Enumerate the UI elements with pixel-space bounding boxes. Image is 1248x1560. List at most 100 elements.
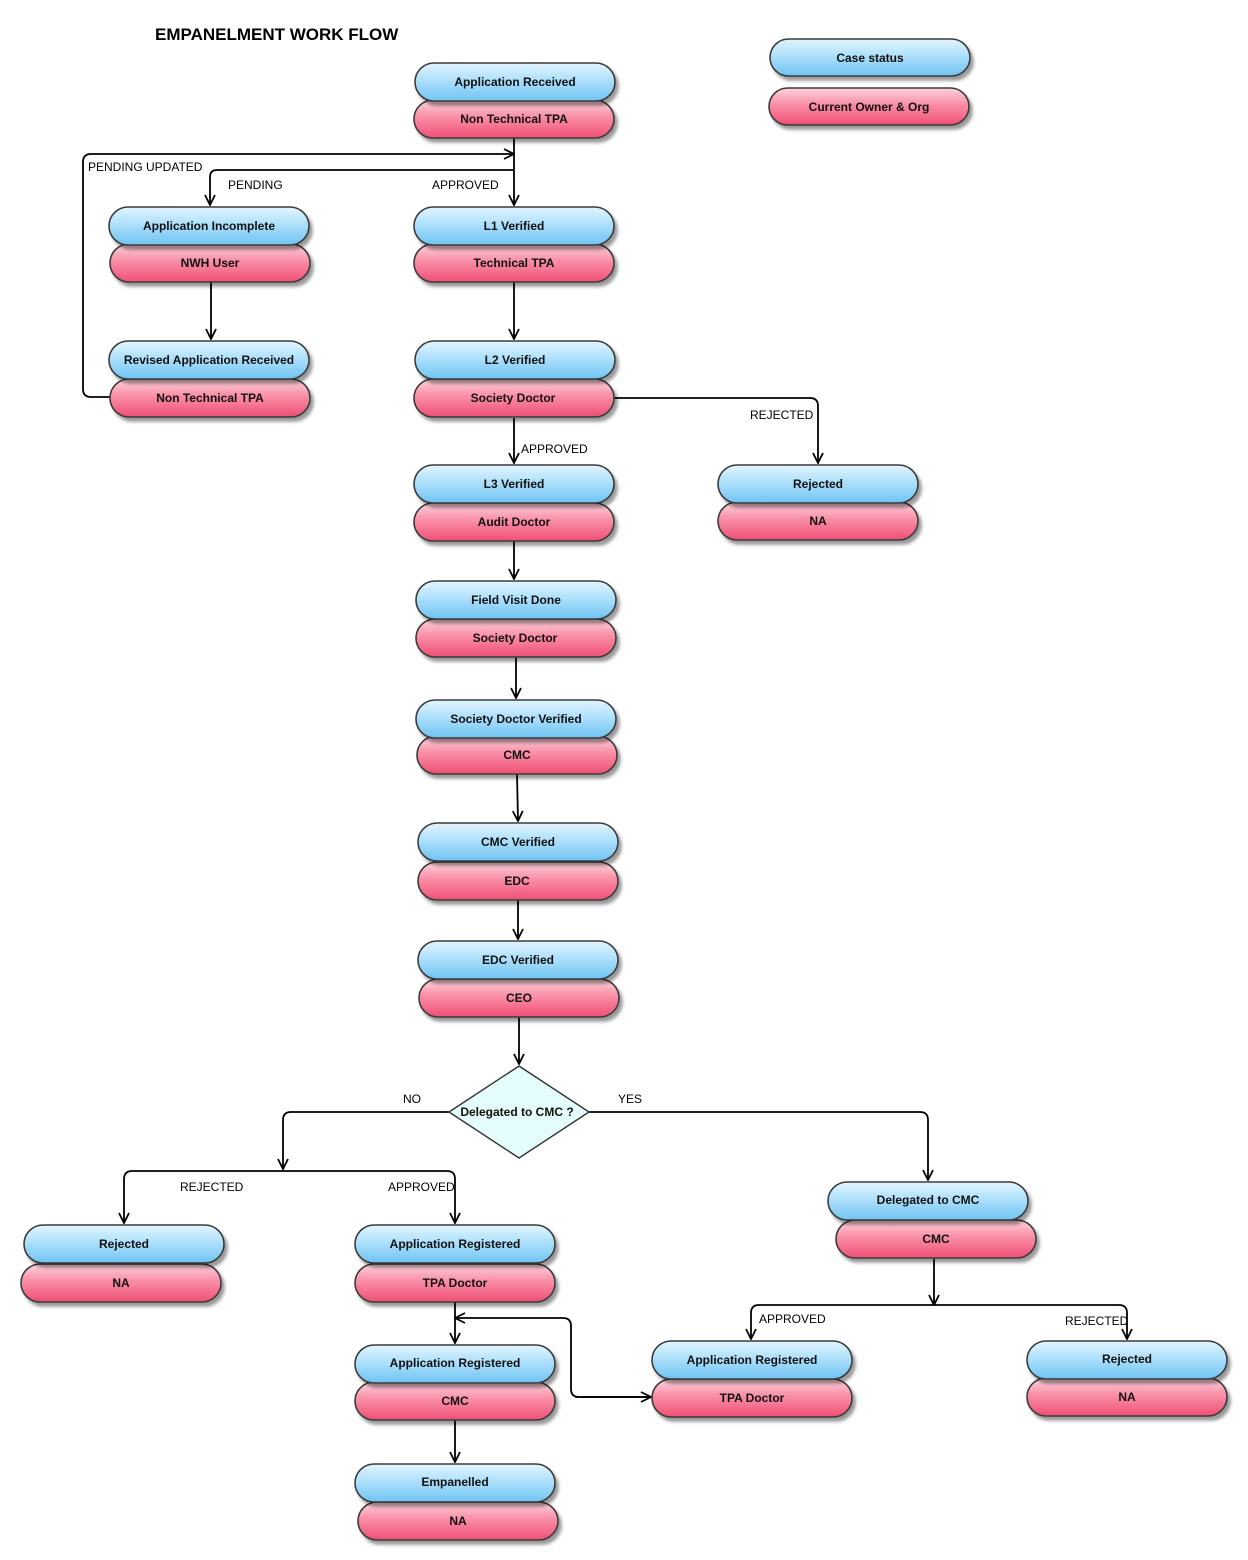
legend-status-pill <box>769 38 971 77</box>
edge-label-approved-yes: APPROVED <box>759 1312 826 1326</box>
edge-label-approved-no: APPROVED <box>388 1180 455 1194</box>
status-pill <box>413 464 615 504</box>
status-label: Society Doctor Verified <box>450 712 581 726</box>
status-pill <box>413 206 615 246</box>
edge-yes <box>589 1111 928 1180</box>
owner-label: TPA Doctor <box>423 1276 488 1290</box>
status-label: Application Registered <box>390 1237 521 1251</box>
node-rejected-top: Rejected NA <box>717 464 919 541</box>
node-application-registered-yes: Application Registered TPA Doctor <box>651 1340 853 1418</box>
node-delegated-to-cmc: Delegated to CMC CMC <box>827 1181 1037 1259</box>
status-pill <box>23 1224 225 1264</box>
node-l3-verified: L3 Verified Audit Doctor <box>413 464 615 542</box>
decision-label: Delegated to CMC ? <box>460 1105 573 1119</box>
status-pill <box>417 940 619 980</box>
node-rejected-left: Rejected NA <box>20 1224 225 1303</box>
node-empanelled: Empanelled NA <box>354 1463 559 1541</box>
status-pill <box>108 340 310 380</box>
node-l1-verified: L1 Verified Technical TPA <box>413 206 615 283</box>
status-pill <box>415 699 617 739</box>
status-label: L1 Verified <box>484 219 545 233</box>
status-pill <box>108 206 310 246</box>
owner-label: Society Doctor <box>473 631 558 645</box>
edge-label-pending-updated: PENDING UPDATED <box>88 160 203 174</box>
node-cmc-verified: CMC Verified EDC <box>417 822 619 901</box>
node-application-registered-tpa-doctor: Application Registered TPA Doctor <box>354 1224 556 1303</box>
owner-label: Technical TPA <box>474 256 555 270</box>
status-label: Empanelled <box>421 1475 488 1489</box>
edge-label-pending: PENDING <box>228 178 283 192</box>
owner-label: CEO <box>506 991 532 1005</box>
edge-sd-to-cmc <box>517 773 518 821</box>
status-pill <box>827 1181 1029 1221</box>
status-label: Application Registered <box>390 1356 521 1370</box>
status-label: Application Received <box>454 75 575 89</box>
status-pill <box>354 1463 556 1503</box>
status-pill <box>354 1344 556 1384</box>
status-label: Field Visit Done <box>471 593 561 607</box>
edges <box>82 138 1127 1462</box>
owner-label: Non Technical TPA <box>156 391 264 405</box>
status-label: Rejected <box>1102 1352 1152 1366</box>
status-label: Rejected <box>793 477 843 491</box>
legend-owner-pill <box>768 87 970 126</box>
edge-labels: PENDING UPDATED PENDING APPROVED APPROVE… <box>88 160 1129 1328</box>
legend-owner: Current Owner & Org <box>768 87 970 126</box>
status-pill <box>414 62 616 102</box>
status-pill <box>414 340 616 380</box>
node-revised-application-received: Revised Application Received Non Technic… <box>108 340 311 418</box>
legend-status: Case status <box>769 38 971 77</box>
edge-label-rejected-yes: REJECTED <box>1065 1314 1129 1328</box>
diagram-title: EMPANELMENT WORK FLOW <box>155 25 399 44</box>
owner-label: NA <box>112 1276 130 1290</box>
nodes: Application Received Non Technical TPA A… <box>20 62 1228 1541</box>
owner-label: NA <box>809 514 827 528</box>
node-application-received: Application Received Non Technical TPA <box>413 62 616 139</box>
owner-label: NA <box>1118 1390 1136 1404</box>
node-society-doctor-verified: Society Doctor Verified CMC <box>415 699 618 775</box>
owner-pill <box>417 861 619 901</box>
edge-no <box>283 1111 449 1169</box>
status-pill <box>415 580 617 620</box>
legend: Case status Current Owner & Org <box>768 38 971 126</box>
status-pill <box>1026 1340 1228 1380</box>
status-label: CMC Verified <box>481 835 555 849</box>
edge-label-approved-l3: APPROVED <box>521 442 588 456</box>
status-pill <box>354 1224 556 1264</box>
node-edc-verified: EDC Verified CEO <box>417 940 620 1018</box>
edge-label-rejected-l2: REJECTED <box>750 408 814 422</box>
owner-pill <box>354 1263 556 1303</box>
owner-label: NA <box>449 1514 467 1528</box>
owner-label: CMC <box>922 1232 950 1246</box>
edge-l2-rejected <box>614 397 818 463</box>
edge-no-rejected <box>124 1170 283 1223</box>
edge-label-no: NO <box>403 1092 421 1106</box>
status-label: EDC Verified <box>482 953 554 967</box>
node-l2-verified: L2 Verified Society Doctor <box>413 340 616 418</box>
node-field-visit-done: Field Visit Done Society Doctor <box>415 580 617 658</box>
status-pill <box>651 1340 853 1380</box>
edge-label-yes: YES <box>618 1092 642 1106</box>
edge-no-approved <box>283 1170 455 1223</box>
edge-yes-approved <box>751 1304 934 1339</box>
edge-pending <box>210 169 514 205</box>
node-application-incomplete: Application Incomplete NWH User <box>108 206 311 283</box>
status-label: Revised Application Received <box>124 353 294 367</box>
edge-label-approved-l1: APPROVED <box>432 178 499 192</box>
owner-label: CMC <box>503 748 531 762</box>
owner-label: Audit Doctor <box>478 515 551 529</box>
owner-label: NWH User <box>181 256 240 270</box>
legend-owner-label: Current Owner & Org <box>809 100 930 114</box>
owner-label: TPA Doctor <box>720 1391 785 1405</box>
owner-label: EDC <box>504 874 530 888</box>
decision-delegated-to-cmc: Delegated to CMC ? <box>447 1065 591 1159</box>
status-label: Rejected <box>99 1237 149 1251</box>
owner-pill <box>20 1263 222 1303</box>
owner-label: CMC <box>441 1394 469 1408</box>
legend-status-label: Case status <box>836 51 904 65</box>
owner-label: Non Technical TPA <box>460 112 568 126</box>
status-label: Application Incomplete <box>143 219 275 233</box>
status-label: Delegated to CMC <box>877 1193 980 1207</box>
edge-pending-updated <box>82 154 514 398</box>
